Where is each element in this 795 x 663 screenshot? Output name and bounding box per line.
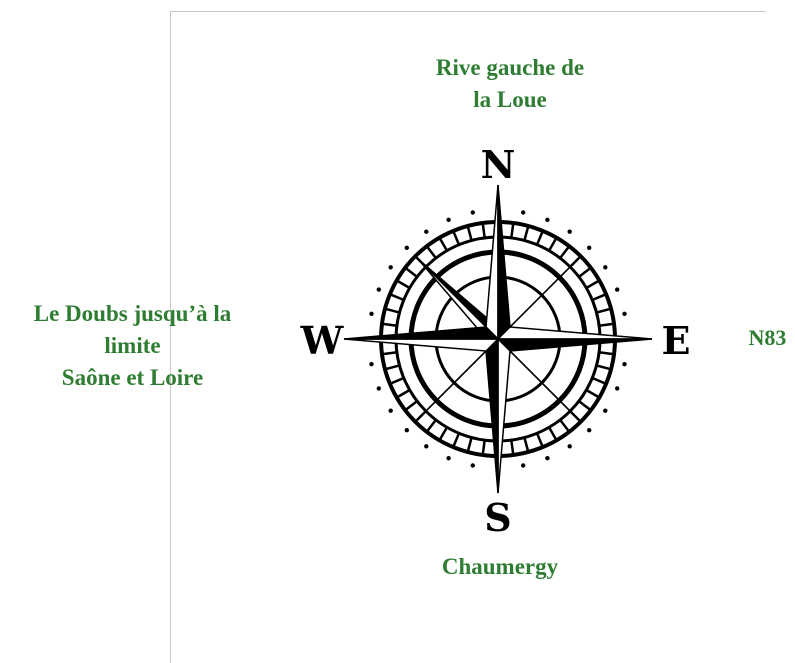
compass-tick (425, 245, 437, 259)
compass-tick (466, 225, 473, 241)
west-label-line-2: limite (104, 333, 161, 358)
compass-ticks (381, 222, 615, 456)
compass-dot (369, 311, 374, 316)
compass-tick (438, 237, 449, 252)
compass-dot (404, 245, 409, 250)
compass-dot (615, 386, 620, 391)
compass-west-letter: W (300, 318, 345, 363)
compass-dot (424, 229, 429, 234)
north-label: Rive gauche de la Loue (405, 52, 615, 116)
compass-dot (470, 210, 475, 215)
compass-tick (510, 222, 515, 239)
compass-dot (567, 229, 572, 234)
compass-dot (388, 265, 393, 270)
compass-tick (598, 351, 615, 356)
compass-tick (535, 230, 544, 246)
compass-tick (596, 307, 612, 314)
compass-dot (521, 210, 526, 215)
compass-tick (559, 419, 571, 433)
compass-rose-icon: N S E W (300, 143, 691, 538)
east-label: N83 (748, 325, 787, 350)
west-label-line-1: Le Doubs jusqu’à la (33, 301, 232, 326)
compass-tick (404, 266, 418, 278)
compass-tick (598, 322, 615, 327)
compass-south-letter: S (484, 495, 511, 538)
compass-tick (438, 426, 449, 441)
compass-tick (466, 437, 473, 453)
west-label: Le Doubs jusqu’à la limite Saône et Loir… (0, 298, 265, 394)
compass-north-letter: N (481, 143, 516, 187)
compass-tick (591, 376, 607, 385)
compass-tick (585, 388, 600, 399)
compass-dot (587, 428, 592, 433)
compass-dot (545, 456, 550, 461)
compass-tick (381, 322, 398, 327)
compass-tick (404, 400, 418, 412)
compass-tick (596, 364, 612, 371)
compass-dot (567, 444, 572, 449)
compass-tick (535, 432, 544, 448)
compass-tick (523, 225, 530, 241)
north-label-line-2: la Loue (473, 87, 547, 112)
compass-dot (446, 217, 451, 222)
compass-tick (578, 266, 592, 278)
compass-dot (615, 287, 620, 292)
compass-east-letter: E (662, 318, 691, 363)
compass-tick (547, 426, 558, 441)
compass-tick (381, 351, 398, 356)
compass-tick (396, 388, 411, 399)
compass-main-points (343, 184, 653, 494)
compass-tick (425, 419, 437, 433)
compass-dot (470, 463, 475, 468)
compass-dot (376, 386, 381, 391)
compass-tick (547, 237, 558, 252)
compass-tick (578, 400, 592, 412)
compass-dot (622, 362, 627, 367)
west-label-line-3: Saône et Loire (61, 365, 204, 390)
compass-tick (452, 230, 461, 246)
page-border-top (170, 11, 766, 12)
compass-dot (545, 217, 550, 222)
compass-dot (603, 408, 608, 413)
compass-dot (404, 428, 409, 433)
compass-tick (481, 222, 486, 239)
compass-tick (591, 293, 607, 302)
compass-dot (521, 463, 526, 468)
compass-dot (424, 444, 429, 449)
compass-tick (389, 376, 405, 385)
compass-tick (510, 439, 515, 456)
compass-tick (585, 279, 600, 290)
compass-dot (446, 456, 451, 461)
compass-tick (559, 245, 571, 259)
compass-dot (388, 408, 393, 413)
compass-tick (523, 437, 530, 453)
compass-dot (369, 362, 374, 367)
compass-dot (587, 245, 592, 250)
north-label-line-1: Rive gauche de (435, 55, 585, 80)
compass-tick (389, 293, 405, 302)
compass-dot (376, 287, 381, 292)
compass-tick (384, 307, 400, 314)
south-label: Chaumergy (441, 554, 559, 579)
compass-tick (396, 279, 411, 290)
compass-tick (384, 364, 400, 371)
page-border-left (170, 11, 171, 663)
compass-dot (603, 265, 608, 270)
compass-tick (481, 439, 486, 456)
compass-dot (622, 311, 627, 316)
compass-tick (452, 432, 461, 448)
